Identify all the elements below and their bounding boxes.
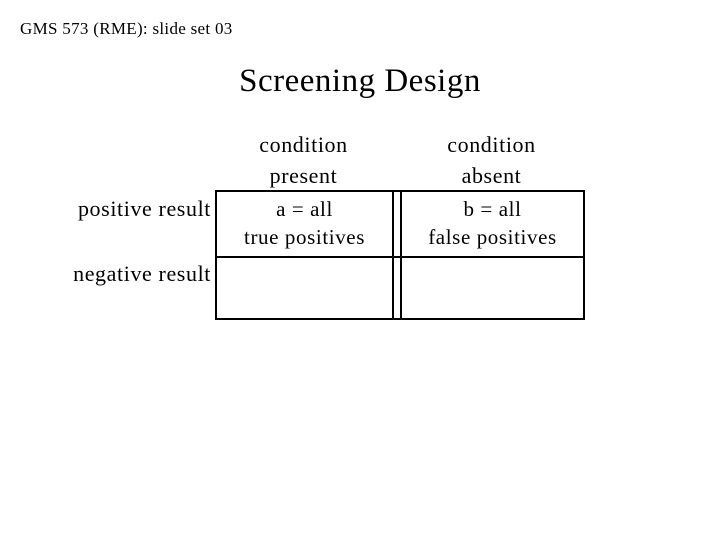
table-row-positive: a = all true positives b = all false pos… — [217, 192, 583, 258]
table-column-headers: condition present condition absent — [215, 129, 585, 191]
row-label-positive-result: positive result — [77, 196, 211, 221]
cell-line: b = all — [463, 197, 522, 221]
column-header-condition-absent: condition absent — [398, 129, 585, 191]
cell-line: true positives — [244, 225, 365, 249]
cell-negative-absent-empty — [400, 258, 583, 318]
cell-false-positives: b = all false positives — [400, 192, 583, 256]
column-header-line: condition — [447, 132, 536, 157]
cell-line: false positives — [428, 225, 557, 249]
table-row-negative — [217, 258, 583, 318]
column-header-line: absent — [461, 163, 522, 188]
row-label-negative-result: negative result — [73, 261, 211, 286]
cell-line: a = all — [276, 197, 333, 221]
screening-design-table: a = all true positives b = all false pos… — [215, 190, 585, 320]
cell-true-positives: a = all true positives — [217, 192, 394, 256]
slide-title: Screening Design — [239, 63, 481, 99]
column-header-line: condition — [259, 132, 348, 157]
column-header-line: present — [269, 163, 338, 188]
cell-negative-present-empty — [217, 258, 394, 318]
slide-meta-text: GMS 573 (RME): slide set 03 — [20, 19, 233, 38]
column-header-condition-present: condition present — [215, 129, 392, 191]
